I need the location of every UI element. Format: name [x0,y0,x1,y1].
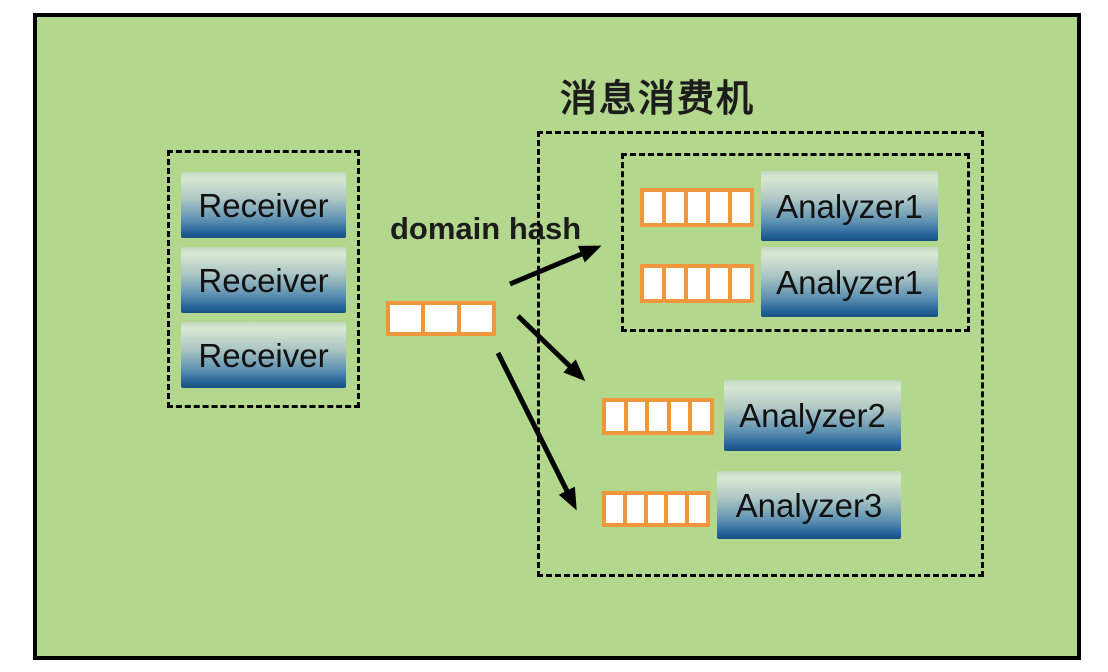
consumer-title: 消息消费机 [560,78,755,119]
queue-cell [626,495,644,523]
queue-cell [710,192,728,223]
diagram-canvas: 消息消费机 Receiver Receiver Receiver domain … [33,13,1081,660]
queue-cell [647,495,665,523]
receiver-box: Receiver [181,322,346,388]
receiver-box: Receiver [181,172,346,238]
queue-cell [390,305,422,332]
queue-cell [425,305,457,332]
queue-cell [710,268,728,299]
receiver-label: Receiver [198,186,329,224]
queue-cell [732,192,750,223]
queue-cell [668,495,686,523]
analyzer1-group-box [621,153,970,332]
receiver-group-box [167,150,360,408]
queue-cell [649,402,667,431]
queue-cell [692,402,710,431]
queue-cell [606,495,623,523]
receiver-label: Receiver [198,336,329,374]
input-queue [386,301,496,336]
queue-cell [666,268,684,299]
analyzer-label: Analyzer1 [776,263,923,301]
receiver-box: Receiver [181,247,346,313]
queue-cell [670,402,689,431]
analyzer-queue [602,398,714,435]
domain-hash-label: domain hash [390,211,582,246]
queue-cell [644,268,662,299]
analyzer-box: Analyzer1 [761,171,938,241]
queue-cell [627,402,646,431]
analyzer-label: Analyzer2 [739,397,886,434]
queue-cell [732,268,750,299]
queue-cell [606,402,624,431]
analyzer-queue [640,188,754,227]
queue-cell [666,192,684,223]
analyzer-queue [640,264,754,303]
analyzer-queue [602,491,710,527]
queue-cell [688,192,706,223]
receiver-label: Receiver [198,261,329,299]
queue-cell [689,495,706,523]
queue-cell [460,305,492,332]
analyzer-label: Analyzer3 [735,486,883,524]
queue-cell [688,268,706,299]
analyzer-box: Analyzer3 [717,471,901,539]
analyzer-box: Analyzer1 [761,247,938,317]
analyzer-label: Analyzer1 [776,187,923,225]
analyzer-box: Analyzer2 [724,380,901,451]
queue-cell [644,192,662,223]
